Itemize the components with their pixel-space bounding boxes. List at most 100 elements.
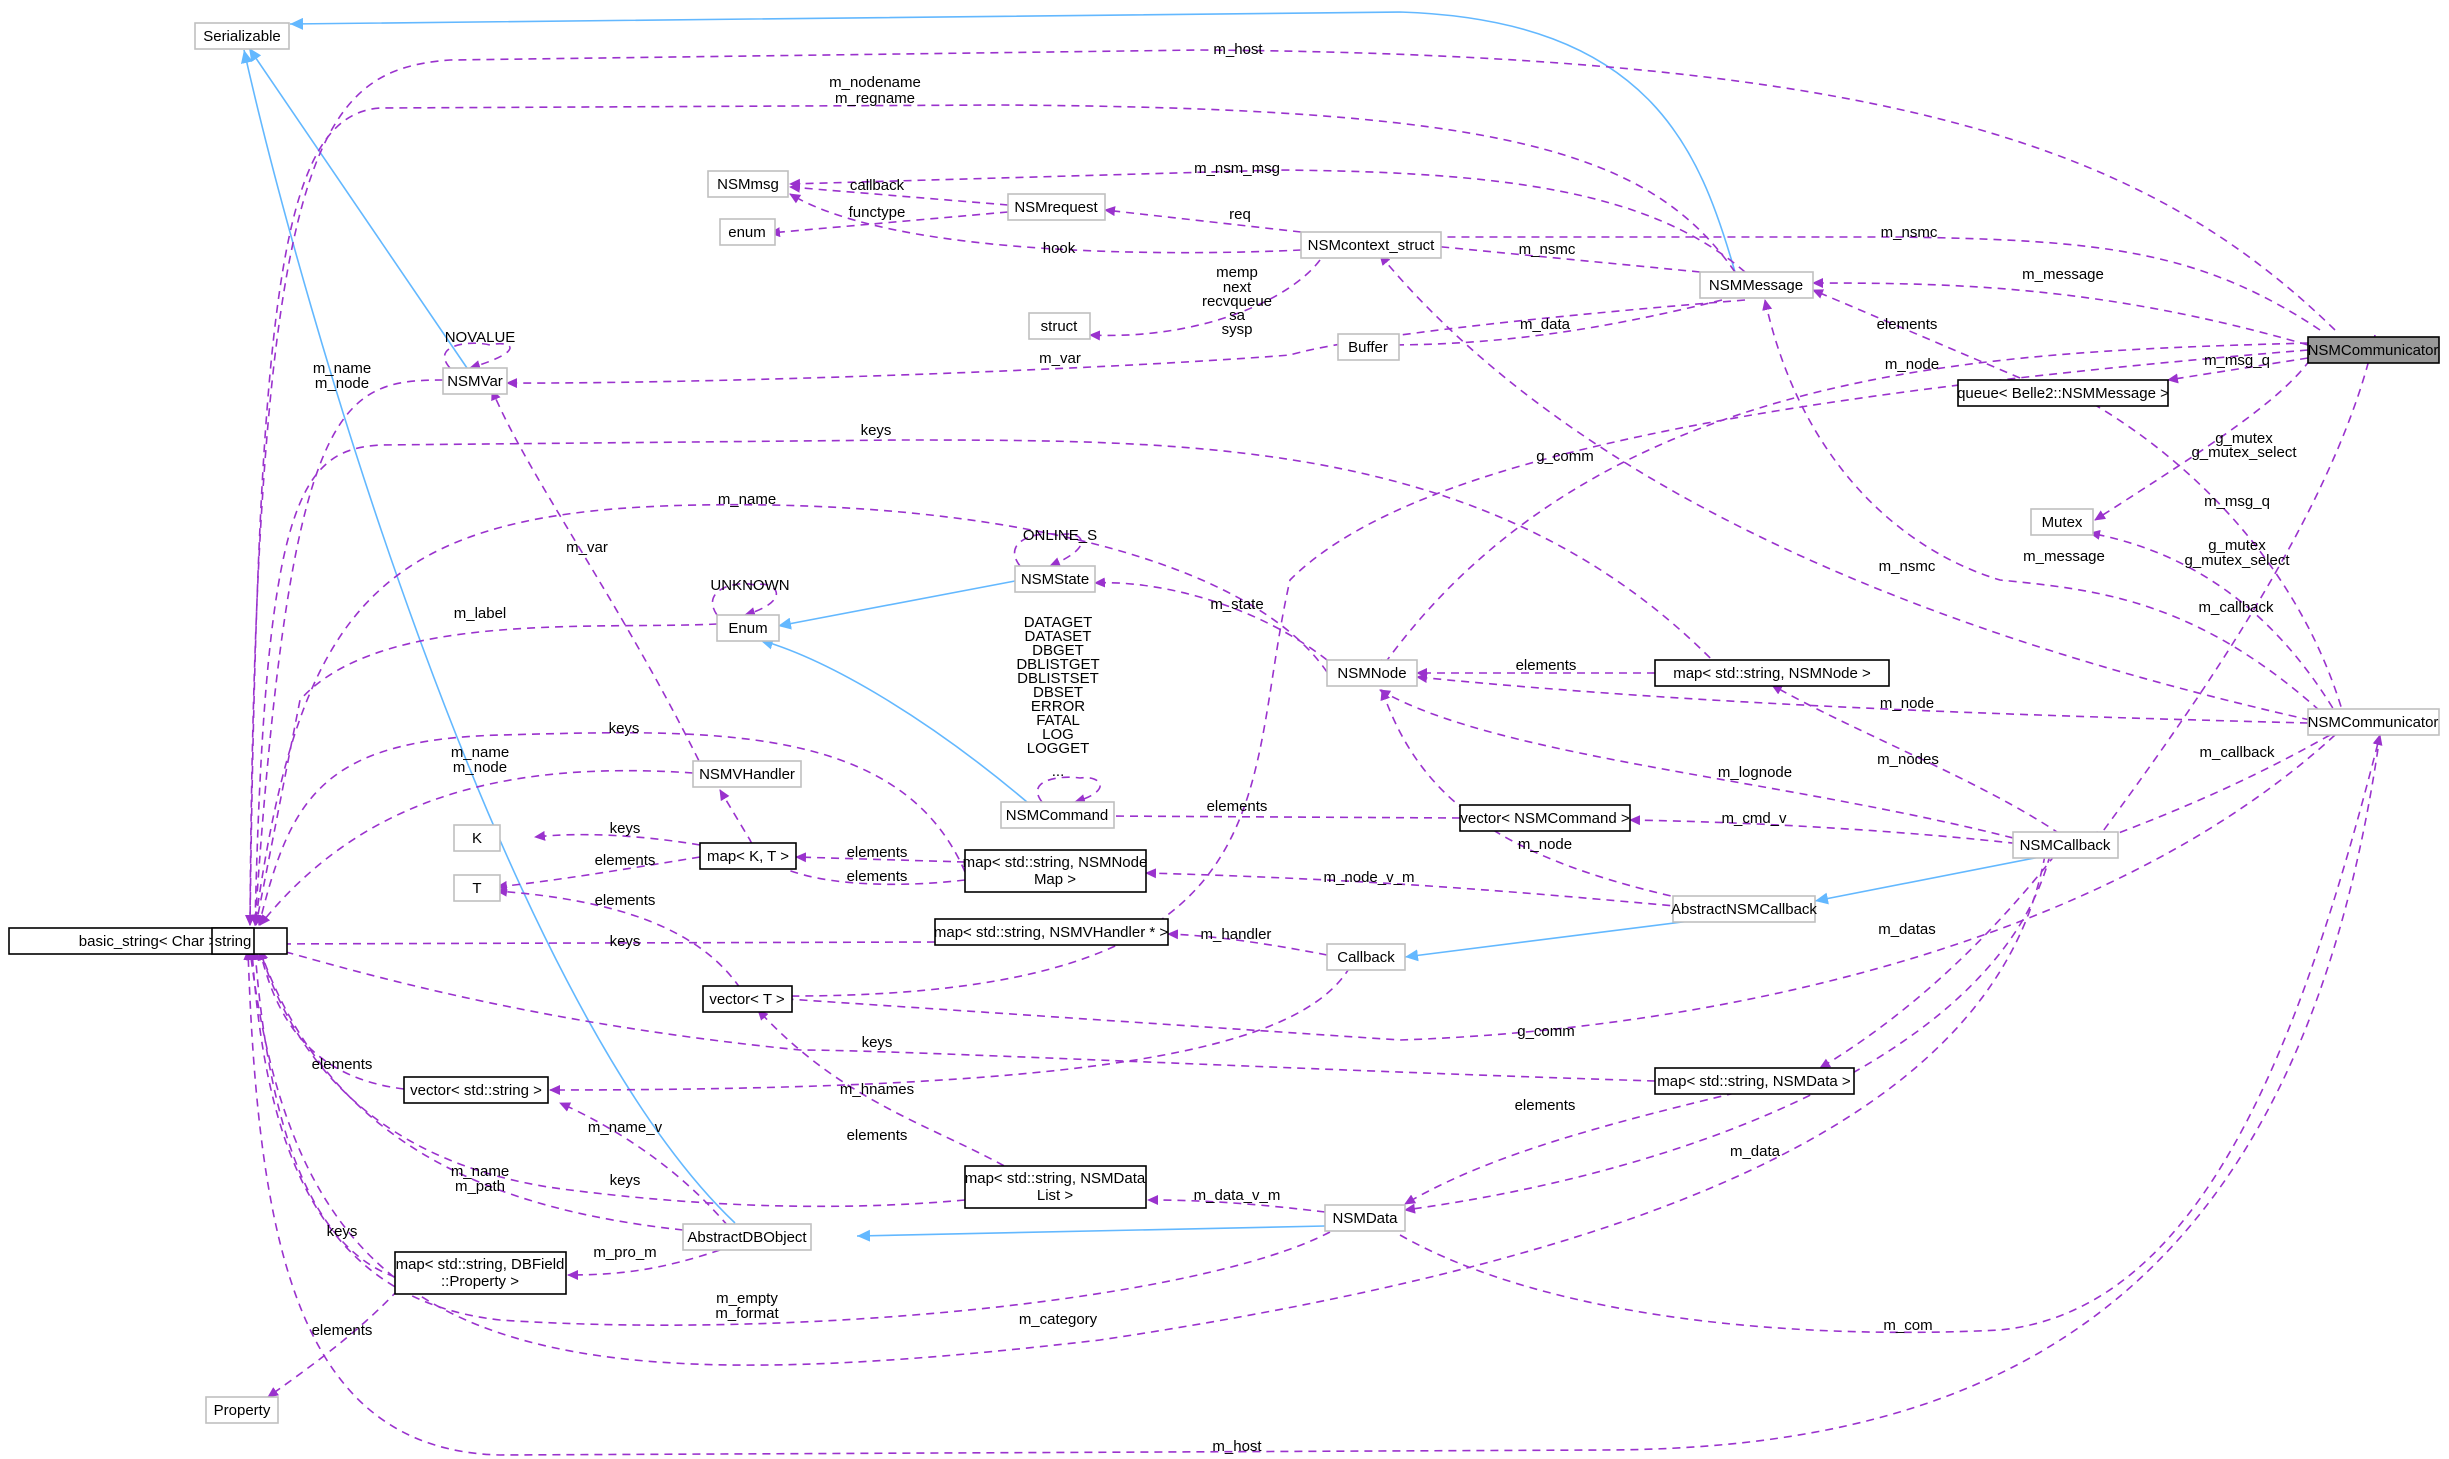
edge-callback [789,182,1009,206]
label-keys-db: keys [327,1223,358,1240]
label-m-node-v-m: m_node_v_m [1324,869,1415,886]
node-buffer[interactable]: Buffer [1337,333,1400,361]
edge-req [1104,206,1302,233]
node-struct-keyword[interactable]: struct [1028,312,1091,340]
label-sa: sa [1229,307,1246,324]
node-serializable[interactable]: Serializable [194,22,290,50]
edge-elements-prop [267,1289,399,1398]
node-vector-t[interactable]: vector< T > [702,985,793,1013]
label-m-data-v-m: m_data_v_m [1194,1187,1281,1204]
node-nsmvhandler[interactable]: NSMVHandler [692,760,802,788]
label-g-mutex-select-2: g_mutex_select [2184,552,2290,569]
node-abstractdbobject[interactable]: AbstractDBObject [682,1223,812,1251]
edge-elements-vh [719,789,966,886]
node-queue-nsmmessage[interactable]: queue< Belle2::NSMMessage > [1957,379,2169,407]
node-basic-string-label: basic_string< Char > [79,933,218,950]
label-keys-k: keys [610,820,641,837]
node-nsmmsg[interactable]: NSMmsg [707,170,789,198]
node-vector-nsmcommand[interactable]: vector< NSMCommand > [1459,804,1631,832]
label-m-callback-2: m_callback [2199,744,2275,761]
edge-handler-name [259,769,694,926]
edge-m-var [506,299,1746,389]
edge-m-message [1812,278,2309,346]
edge-m-node-3 [1380,689,1699,903]
edge-keys-dl [258,949,966,1208]
node-enum-keyword-label: enum [728,224,766,241]
label-m-data: m_data [1730,1143,1781,1160]
edge-m-node-2 [1416,673,2309,724]
node-map-string-nsmdata-list[interactable]: map< std::string, NSMData List > [964,1165,1147,1209]
node-nsmmessage[interactable]: NSMMessage [1699,271,1814,299]
label-memp: memp [1216,264,1258,281]
node-nsmcontext-struct[interactable]: NSMcontext_struct [1300,231,1442,259]
node-callback[interactable]: Callback [1326,943,1406,971]
node-nsmdata[interactable]: NSMData [1324,1204,1406,1232]
node-map-string-dbfield[interactable]: map< std::string, DBField ::Property > [394,1251,567,1295]
label-m-name-h: m_name [451,744,509,761]
node-enum-class[interactable]: Enum [716,614,780,642]
node-enum-keyword[interactable]: enum [719,218,776,246]
node-nsmcommunicator[interactable]: NSMCommunicator [2307,708,2440,736]
label-m-name-ab: m_name [451,1163,509,1180]
edge-m-pro-m [567,1249,721,1280]
node-abstractnsmcallback[interactable]: AbstractNSMCallback [1671,895,1817,923]
node-property-label: Property [214,1402,271,1419]
label-m-name-var: m_name [313,360,371,377]
node-string[interactable]: string [211,927,255,955]
label-hook: hook [1043,240,1076,257]
label-next: next [1223,279,1252,296]
node-abstractnsmcallback-label: AbstractNSMCallback [1671,901,1817,918]
edge-nsmvar-serializable [248,47,468,369]
node-map-string-vhandler[interactable]: map< std::string, NSMVHandler * > [934,918,1169,946]
edge-m-nodes [1771,684,2061,835]
node-map-nodemap-line1: map< std::string, NSMNode [963,854,1148,871]
node-k[interactable]: K [453,824,501,852]
label-elements-nodemap: elements [1516,657,1577,674]
node-nsmcommand[interactable]: NSMCommand [1000,801,1115,829]
node-map-string-nsmdata[interactable]: map< std::string, NSMData > [1654,1067,1855,1095]
node-nsmcontext-struct-label: NSMcontext_struct [1308,237,1436,254]
node-nsmnode[interactable]: NSMNode [1326,659,1418,687]
edge-m-data-buffer [1384,299,1723,350]
node-nsmvar[interactable]: NSMVar [442,367,508,395]
edge-nsmstate-enum [777,580,1016,630]
node-mutex[interactable]: Mutex [2030,508,2094,536]
label-m-message-1: m_message [2022,266,2104,283]
edge-m-var-handler [491,389,706,774]
node-vector-string[interactable]: vector< std::string > [403,1076,549,1104]
edge-abstractdbobject-serializable [240,49,736,1224]
edge-keys-handler [256,731,966,926]
edge-m-node-comm [1379,342,2309,671]
edge-elements-dl [757,1009,1029,1181]
node-vector-nsmcommand-label: vector< NSMCommand > [1460,810,1629,827]
node-map-k-t[interactable]: map< K, T > [699,842,797,870]
label-m-handler: m_handler [1201,926,1272,943]
node-map-string-nsmnode[interactable]: map< std::string, NSMNode > [1654,659,1890,687]
edge-nsmcallback-abstractnsmcallback [1814,856,2041,905]
node-map-string-nsmnode-map[interactable]: map< std::string, NSMNode Map > [963,849,1148,893]
node-nsmstate[interactable]: NSMState [1014,565,1096,593]
edge-m-category [246,854,2046,1366]
edge-nsmcommand-enum [759,637,1028,803]
edge-empty-format [247,949,1331,1326]
label-keys-top: keys [861,422,892,439]
node-nsmcommunicator-label: NSMCommunicator [2308,714,2439,731]
label-m-empty: m_empty [716,1290,778,1307]
label-m-category: m_category [1019,1311,1098,1328]
label-m-node-3: m_node [1518,836,1572,853]
label-m-host-bottom: m_host [1212,1438,1262,1455]
edge-online-s [1013,533,1083,567]
nodes: Serializable basic_string< Char > string… [8,22,2440,1424]
label-sysp: sysp [1222,321,1253,338]
label-dblistget: DBLISTGET [1016,656,1099,673]
node-nsmcallback[interactable]: NSMCallback [2012,831,2119,859]
node-nsmcommand-label: NSMCommand [1006,807,1109,824]
node-nsmrequest[interactable]: NSMrequest [1007,193,1106,221]
node-property[interactable]: Property [205,1396,279,1424]
label-m-lognode: m_lognode [1718,764,1792,781]
node-t[interactable]: T [453,874,501,902]
label-elements-vt: elements [595,892,656,909]
label-dbset: DBSET [1033,684,1083,701]
node-nsmcommunicator-focus[interactable]: NSMCommunicator [2307,336,2440,364]
edge-keys-nsmdata [259,942,1656,1082]
